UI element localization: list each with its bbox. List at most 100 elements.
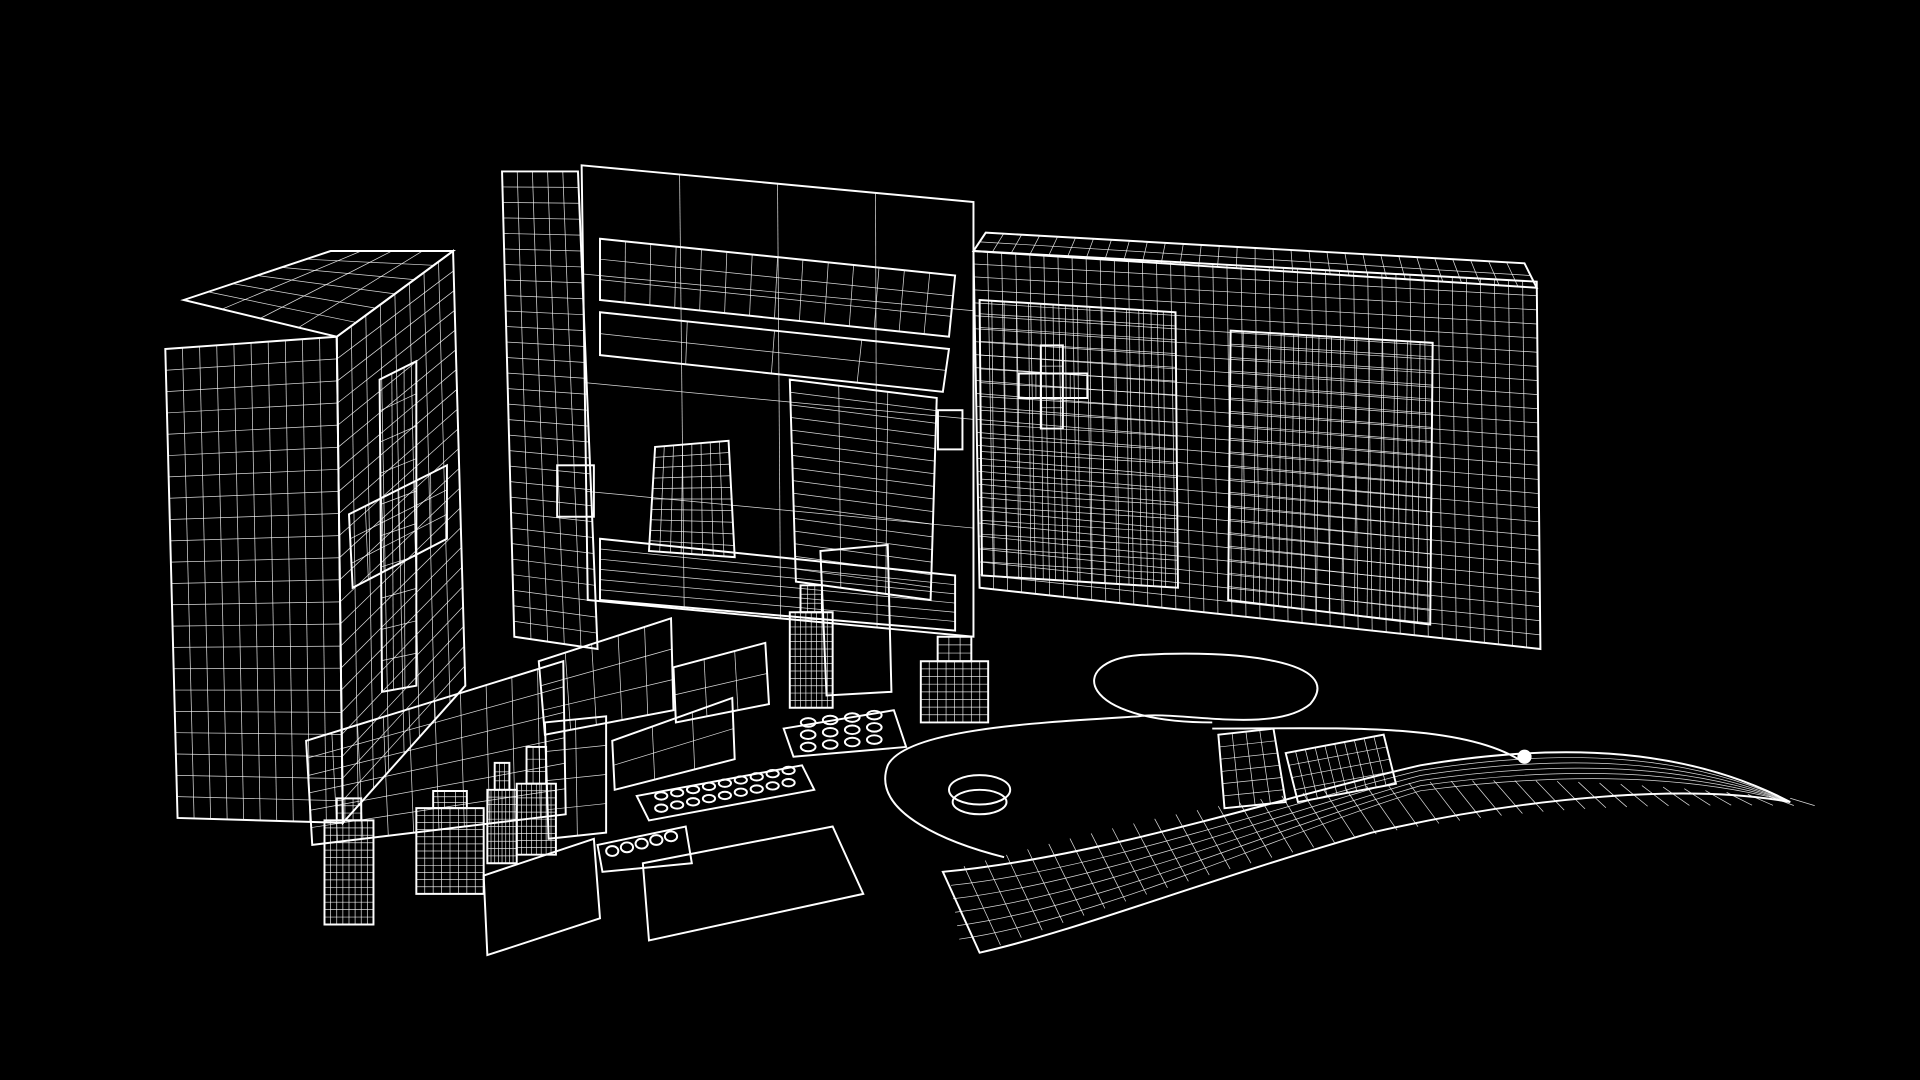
wire-line: [337, 329, 456, 426]
wire-line: [984, 860, 1022, 938]
pill: [663, 830, 679, 843]
wire-line: [977, 470, 1540, 523]
wire-line: [617, 635, 623, 721]
bandage-gridline: [957, 772, 1791, 927]
stethoscope-chestpiece: [951, 788, 1008, 816]
wire-line: [506, 357, 586, 363]
wire-line: [505, 310, 584, 316]
wire-line: [350, 489, 448, 540]
wire-line: [980, 368, 1177, 382]
pill: [821, 739, 839, 750]
pill-blisters: [596, 709, 908, 873]
wire-line: [976, 419, 1539, 466]
wire-line: [337, 290, 455, 382]
wire-line: [979, 313, 1176, 327]
wire-line: [1662, 786, 1690, 806]
wire-line: [339, 468, 460, 581]
wire-line: [654, 452, 730, 458]
wire-line: [1345, 787, 1377, 835]
wire-line: [341, 626, 464, 757]
wire-line: [980, 382, 1177, 396]
wire-line: [504, 279, 583, 284]
wire-line: [1387, 784, 1419, 827]
wire-line: [308, 711, 565, 776]
wire-line: [546, 774, 607, 781]
wire-line: [167, 424, 338, 435]
wire-line: [351, 513, 448, 564]
wire-line: [1220, 752, 1278, 760]
bottle-cap: [525, 745, 548, 785]
wire-line: [298, 250, 423, 328]
wire-line: [1291, 758, 1390, 778]
wire-line: [379, 425, 417, 443]
wire-line: [1747, 793, 1774, 806]
wire-line: [512, 558, 595, 570]
wire-line: [651, 509, 733, 511]
wire-line: [977, 496, 1540, 551]
wire-line: [823, 262, 829, 324]
stethoscope-tube: [1212, 727, 1519, 761]
bandage-gridline: [955, 767, 1791, 913]
wire-line: [338, 408, 458, 514]
pill: [749, 772, 764, 782]
wire-line: [170, 557, 340, 563]
pill: [733, 787, 748, 797]
bottle-cap: [936, 635, 973, 663]
pill: [765, 781, 780, 791]
wire-line: [507, 388, 588, 395]
wire-line: [974, 302, 1538, 339]
wire-line: [1222, 777, 1282, 785]
wire-line: [340, 547, 462, 669]
wire-line: [791, 442, 935, 462]
wire-line: [1705, 790, 1732, 806]
wire-line: [1408, 782, 1440, 824]
wire-line: [976, 406, 1539, 452]
wire-line: [168, 468, 339, 478]
medicine-box: [537, 617, 675, 736]
pill: [865, 734, 883, 745]
wire-line: [508, 434, 590, 443]
wire-line: [221, 250, 362, 310]
first-aid-cabinet-open: [501, 164, 975, 651]
wire-line: [166, 402, 338, 414]
wire-line: [599, 579, 956, 613]
cross-vertical-icon: [1039, 344, 1064, 430]
wire-line: [175, 732, 342, 735]
wire-line: [503, 217, 580, 220]
wire-line: [337, 349, 457, 448]
medicine-boxes: [305, 543, 893, 957]
wire-line: [505, 295, 584, 300]
wire-line: [649, 540, 735, 546]
wire-line: [1450, 780, 1481, 819]
pill: [654, 803, 669, 813]
stethoscope-tube: [884, 652, 1319, 859]
wire-line: [979, 574, 1541, 636]
wire-line: [599, 589, 956, 622]
pill: [619, 841, 635, 854]
medicine-box: [672, 641, 771, 724]
wire-line: [1229, 424, 1432, 442]
bag-body: [972, 249, 1542, 651]
wire-line: [1228, 518, 1431, 541]
first-aid-case-closed: [164, 249, 467, 826]
wire-line: [794, 543, 932, 563]
medicine-box: [641, 825, 865, 942]
wire-line: [381, 588, 417, 599]
wire-line: [1230, 370, 1433, 386]
wire-line: [674, 673, 768, 696]
wire-line: [513, 620, 597, 634]
case-front: [164, 335, 344, 824]
wire-line: [586, 490, 974, 529]
wire-line: [165, 358, 338, 371]
wire-line: [511, 527, 594, 538]
wire-line: [564, 652, 571, 730]
medicine-box: [819, 543, 893, 697]
wire-line: [310, 762, 565, 811]
wire-line: [338, 389, 458, 492]
wire-line: [981, 533, 1178, 547]
wire-line: [171, 579, 340, 584]
wire-line: [942, 871, 980, 953]
wire-line: [1229, 491, 1432, 513]
wire-line: [653, 463, 730, 469]
wire-line: [979, 340, 1176, 354]
